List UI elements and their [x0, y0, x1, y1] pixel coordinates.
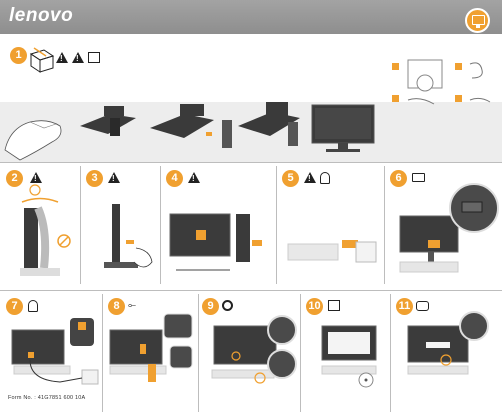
- warning-icon: [56, 52, 68, 63]
- row-divider: [0, 290, 502, 291]
- power-connect-illustration: [287, 240, 377, 263]
- tilt-illustration: [20, 184, 71, 276]
- hdmi-icon: [416, 301, 429, 311]
- column-divider: [102, 294, 103, 412]
- power-on-illustration: [211, 315, 297, 384]
- accessories-illustration: [392, 59, 491, 105]
- book-icon: [88, 52, 100, 63]
- warning-icon: [304, 172, 316, 183]
- row-divider: [0, 162, 502, 163]
- column-divider: [160, 166, 161, 284]
- stand-assembly-illustration: [150, 104, 232, 148]
- step-2-number: 2: [6, 170, 23, 187]
- step-8-number: 8: [108, 298, 125, 315]
- step-1-number: 1: [10, 47, 27, 64]
- stand-base-illustration: [80, 106, 136, 136]
- step-3-number: 3: [86, 170, 103, 187]
- plug-icon: [28, 300, 38, 312]
- step-4-number: 4: [166, 170, 183, 187]
- power-icon: [222, 300, 233, 311]
- warning-icon: [30, 172, 42, 183]
- book-icon: [328, 300, 340, 311]
- hand-wiping-illustration: [4, 120, 62, 161]
- column-divider: [390, 294, 391, 412]
- height-adjust-illustration: [104, 204, 153, 268]
- plug-icon: [320, 172, 330, 184]
- cable-routing-illustration: [169, 213, 262, 271]
- assembled-monitor-illustration: [311, 104, 375, 152]
- step-10-number: 10: [306, 298, 323, 315]
- driver-install-illustration: [321, 325, 377, 388]
- column-divider: [198, 294, 199, 412]
- column-divider: [80, 166, 81, 284]
- usb-icon: ⟜: [128, 300, 136, 311]
- step-11-number: 11: [396, 298, 413, 315]
- column-divider: [276, 166, 277, 284]
- warning-icon: [108, 172, 120, 183]
- box-icon: [29, 47, 55, 73]
- warning-icon: [188, 172, 200, 183]
- step-6-number: 6: [390, 170, 407, 187]
- video-cable-illustration: [399, 183, 499, 273]
- header-bar: lenovo: [0, 0, 502, 34]
- form-number: Form No. : 41G7851 600 10A: [8, 395, 86, 401]
- step-9-number: 9: [202, 298, 219, 315]
- column-divider: [384, 166, 385, 284]
- monitor-icon: [465, 8, 490, 33]
- usb-cable-illustration: [109, 313, 193, 382]
- column-divider: [300, 294, 301, 412]
- setup-complete-illustration: [407, 311, 489, 375]
- step-7-number: 7: [6, 298, 23, 315]
- warning-icon: [72, 52, 84, 63]
- step-5-number: 5: [282, 170, 299, 187]
- power-cord-illustration: [11, 318, 99, 385]
- stand-rotate-illustration: [238, 102, 300, 146]
- lenovo-logo: lenovo: [9, 5, 74, 26]
- dvi-icon: [412, 173, 425, 182]
- step-1-background-band: [0, 102, 502, 162]
